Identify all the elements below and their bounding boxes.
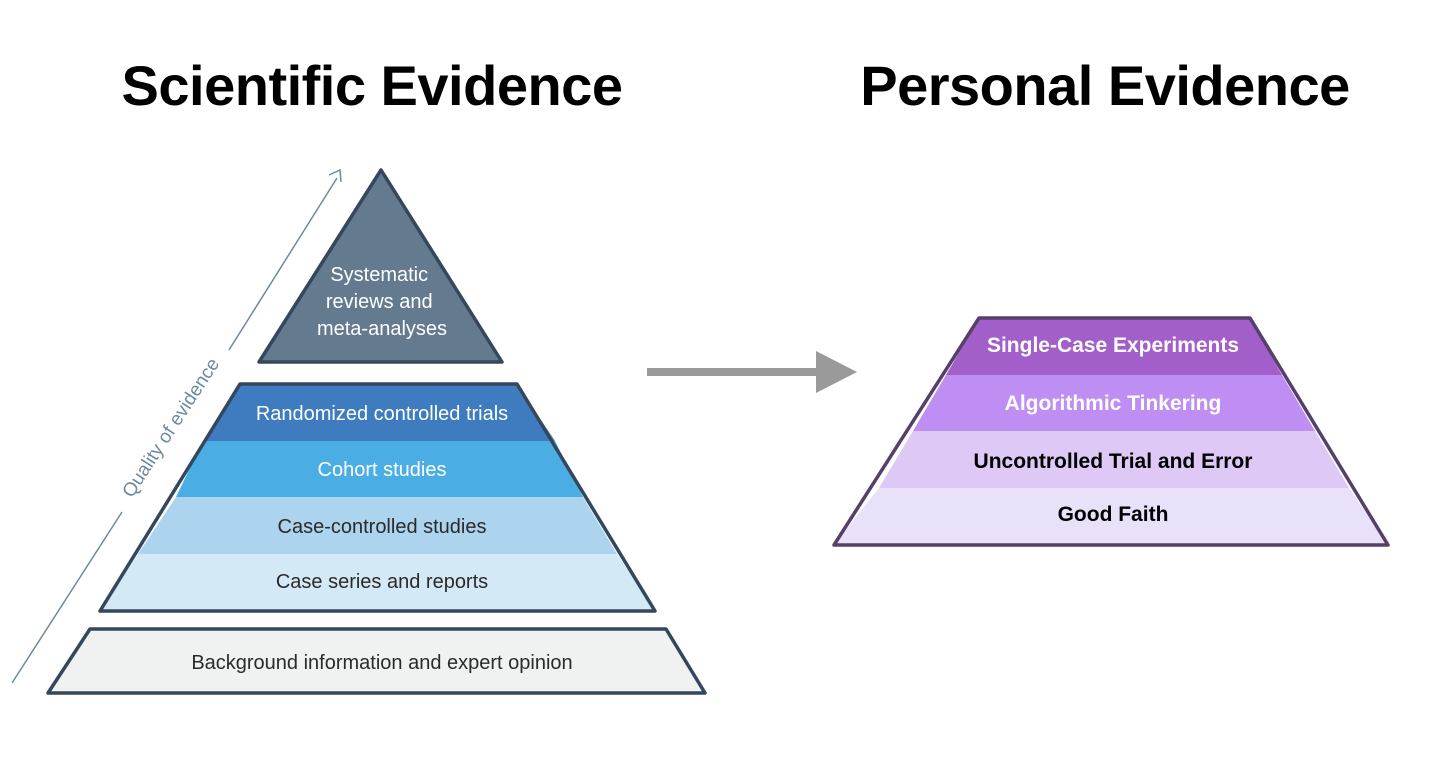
personal-evidence-title: Personal Evidence <box>860 54 1350 117</box>
layer-randomized-controlled-trials: Randomized controlled trials <box>256 403 508 425</box>
layer-case-controlled-studies: Case-controlled studies <box>278 516 487 538</box>
layer-case-series-and-reports: Case series and reports <box>276 571 488 593</box>
scientific-evidence-title: Scientific Evidence <box>121 54 623 117</box>
layer-uncontrolled-trial-and-error: Uncontrolled Trial and Error <box>974 450 1253 473</box>
layer-background-information: Background information and expert opinio… <box>191 652 572 674</box>
layer-cohort-studies: Cohort studies <box>318 459 447 481</box>
layer-good-faith: Good Faith <box>1058 503 1169 526</box>
layer-single-case-experiments: Single-Case Experiments <box>987 334 1239 357</box>
pyramid-top: Systematic reviews and meta-analyses <box>257 168 504 364</box>
connector-arrow <box>647 351 857 393</box>
layer-algorithmic-tinkering: Algorithmic Tinkering <box>1005 392 1222 415</box>
personal-pyramid: Single-Case Experiments Algorithmic Tink… <box>832 316 1390 547</box>
pyramid-base: Background information and expert opinio… <box>46 627 707 695</box>
systematic-reviews-label: Systematic reviews and meta-analyses <box>317 264 447 340</box>
pyramid-middle: Randomized controlled trials Cohort stud… <box>98 382 657 613</box>
